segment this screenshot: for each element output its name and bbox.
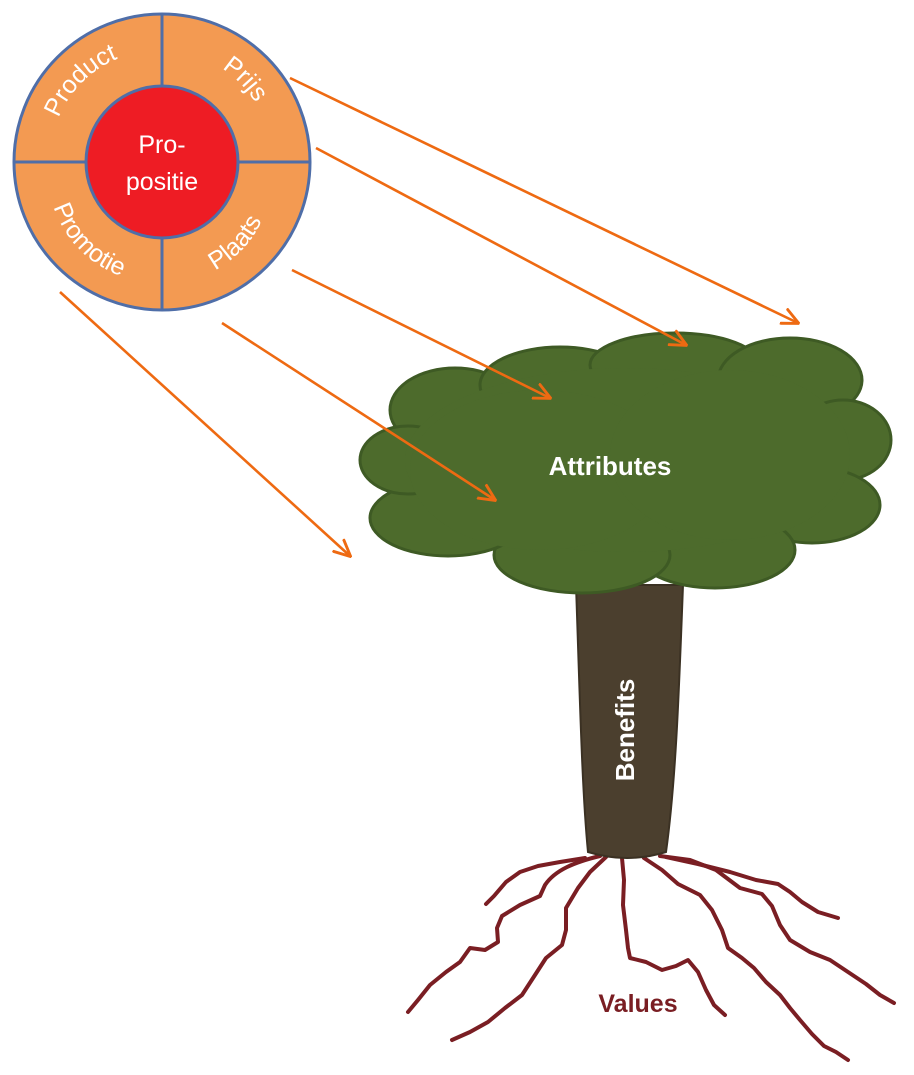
root-strand <box>664 855 840 920</box>
arrow-prijs-to-crown-top <box>315 146 686 345</box>
marketing-mix-wheel: Product Prijs Promotie Plaats Pro- posit… <box>12 12 312 312</box>
crown-label: Attributes <box>549 451 672 481</box>
root-strand <box>406 854 602 1014</box>
tree: Attributes Benefits Values <box>358 331 896 1062</box>
root-strand <box>484 856 587 906</box>
root-strand <box>642 856 850 1062</box>
roots-label: Values <box>598 990 677 1018</box>
tree-trunk <box>574 584 685 859</box>
root-strand <box>658 854 896 1005</box>
arrow-plaats-to-attributes <box>221 321 495 500</box>
arrow-promotie-to-crown <box>59 291 350 556</box>
center-label-line2: positie <box>126 168 198 196</box>
wheel-center-circle <box>84 84 240 240</box>
arrow-plaats-to-crown <box>291 268 550 398</box>
root-strand <box>450 855 608 1042</box>
arrow-prijs-to-crown <box>289 76 798 323</box>
tree-crown-fill <box>405 368 850 552</box>
tree-roots <box>406 854 896 1062</box>
arrows <box>59 76 798 556</box>
root-strand <box>620 856 727 1017</box>
trunk-label: Benefits <box>610 679 640 782</box>
center-label-line1: Pro- <box>138 131 185 159</box>
